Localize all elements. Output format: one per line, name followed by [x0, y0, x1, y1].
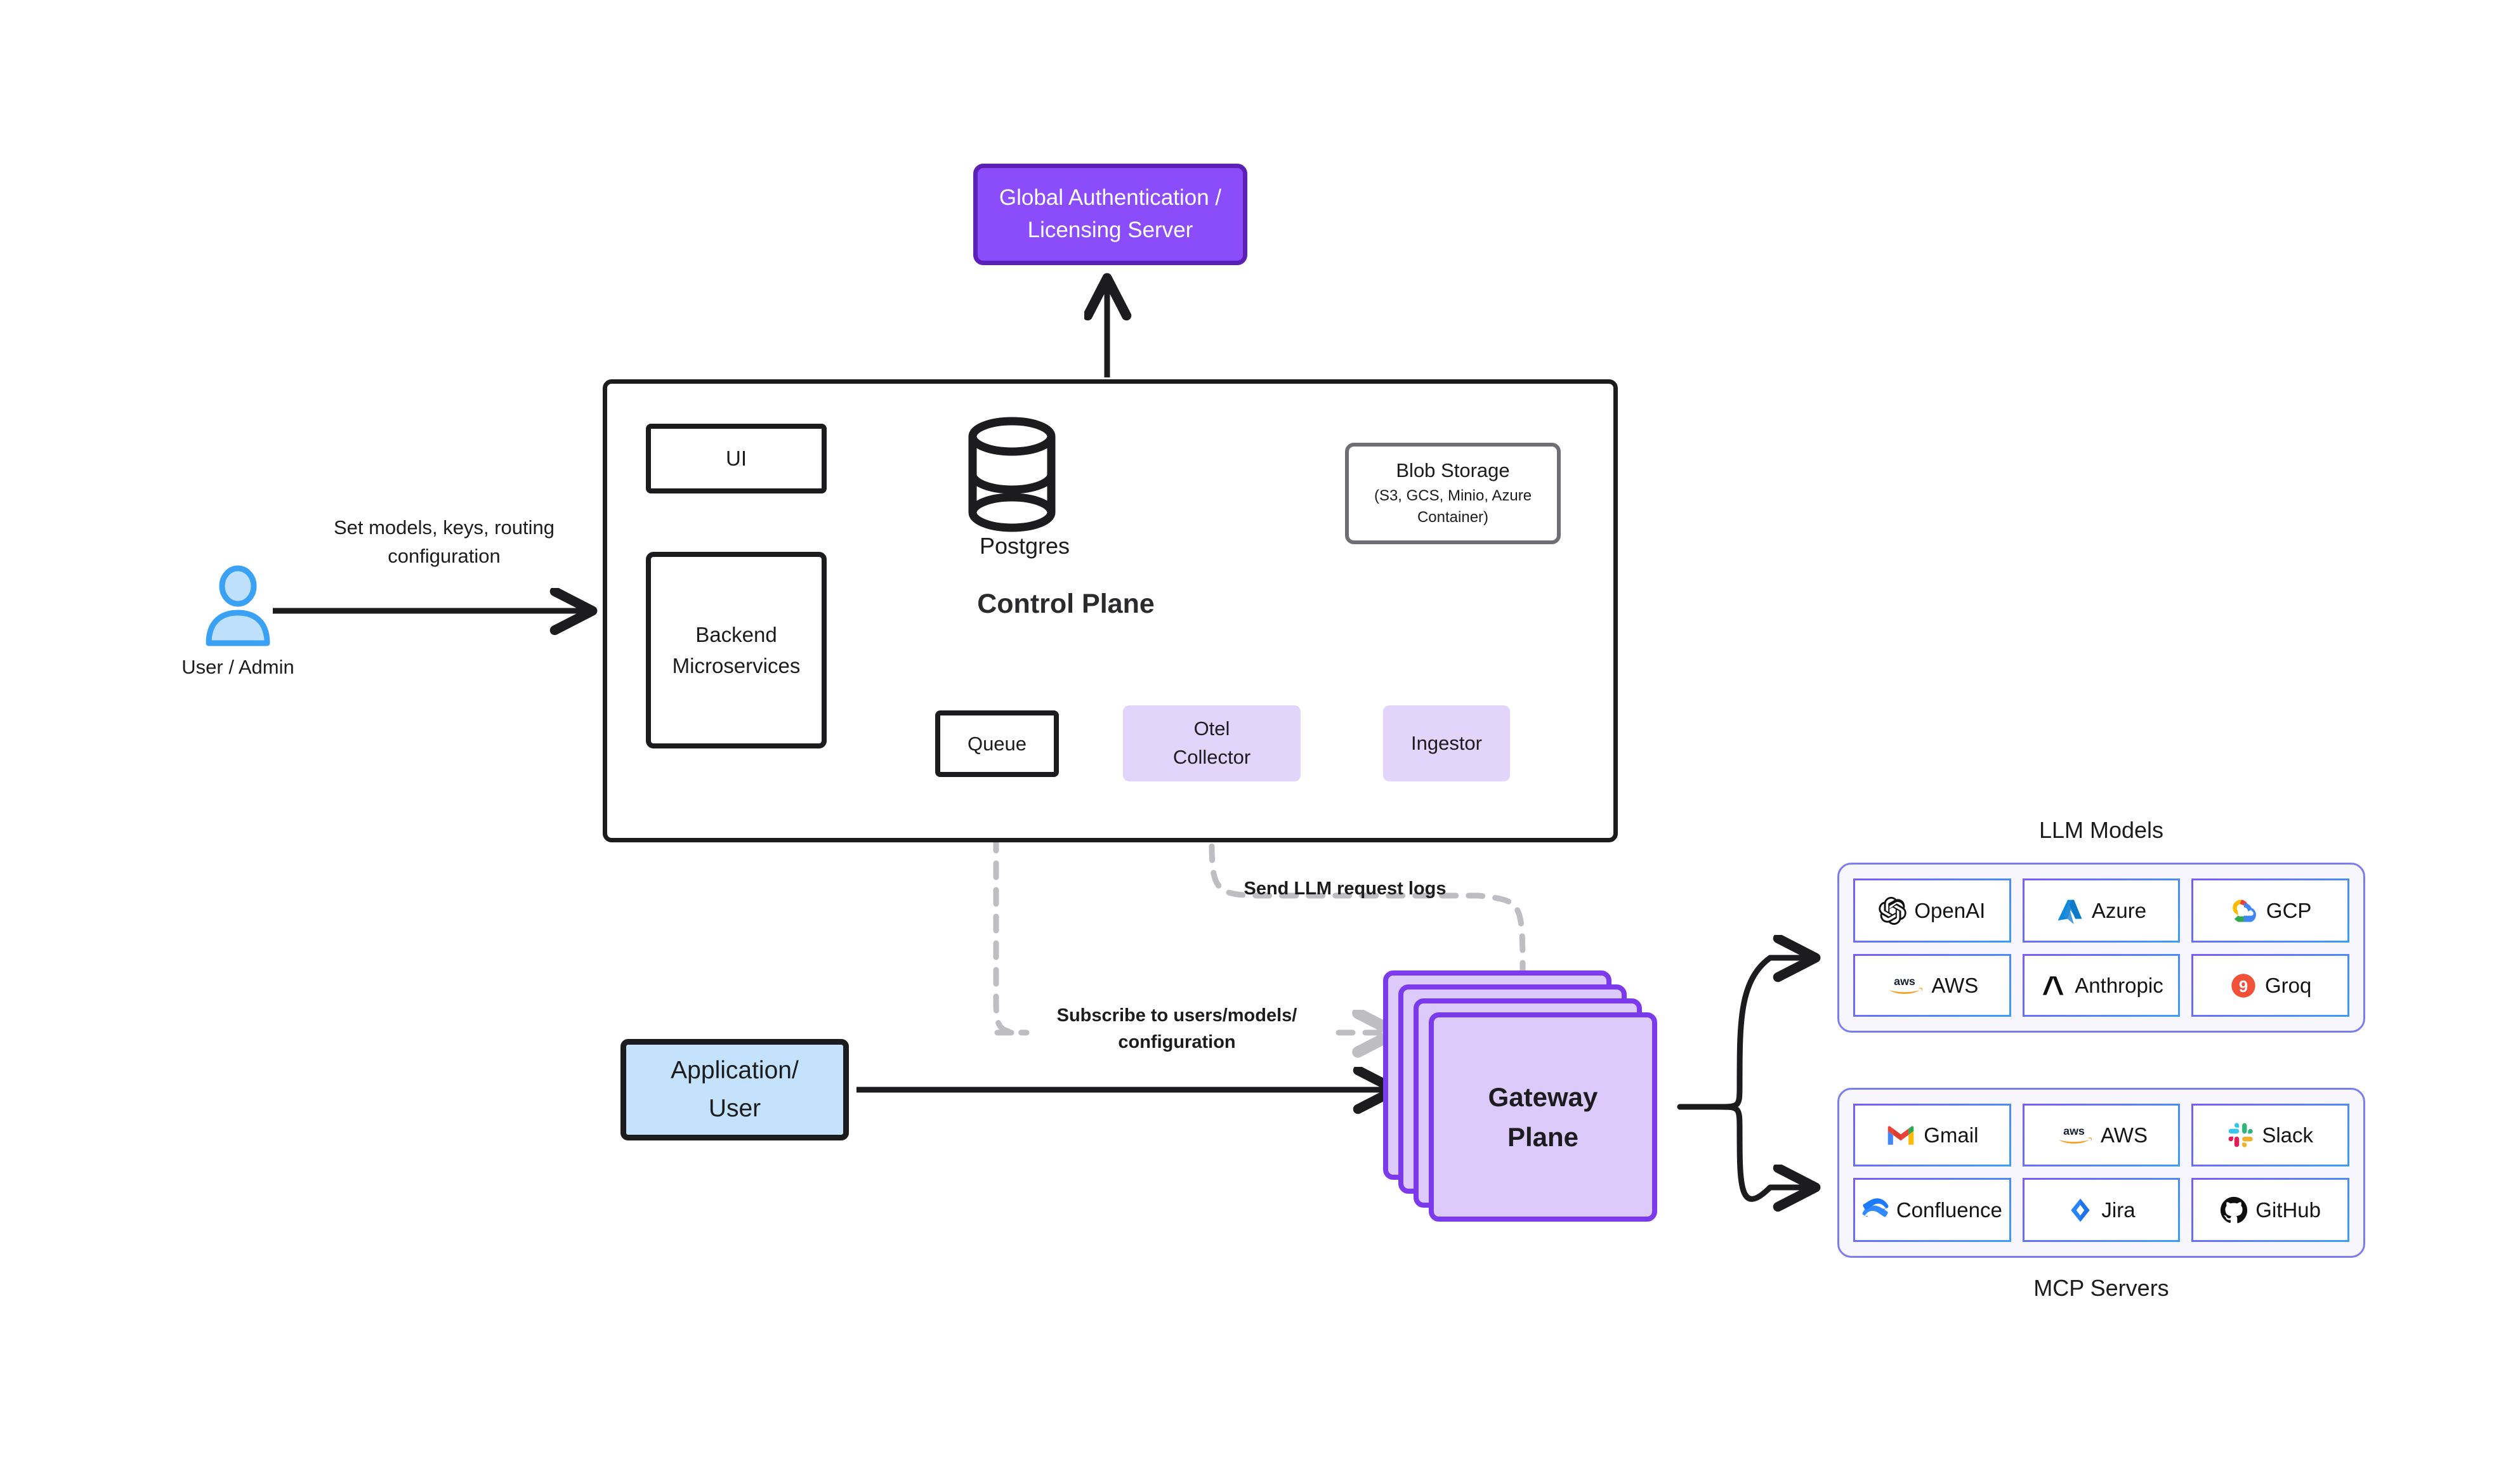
llm-card-label: OpenAI: [1914, 898, 1986, 922]
mcp-servers-panel: Gmail aws AWS Slack: [1837, 1088, 2365, 1258]
slack-logo-icon: [2228, 1122, 2254, 1149]
llm-card-anthropic[interactable]: Anthropic: [2022, 954, 2181, 1017]
groq-logo-icon: 9: [2229, 972, 2257, 1000]
subscribe-to-users-models-configuration-label: Subscribe to users/models/ configuration: [1056, 1005, 1297, 1053]
application-user-box[interactable]: Application/ User: [620, 1039, 849, 1140]
mcp-card-slack[interactable]: Slack: [2191, 1104, 2349, 1166]
svg-text:aws: aws: [1894, 975, 1916, 988]
llm-card-gcp[interactable]: GCP: [2191, 878, 2349, 943]
ui-label: UI: [726, 447, 747, 470]
user-person-icon: [206, 565, 270, 646]
mcp-card-label: GitHub: [2255, 1198, 2321, 1222]
confluence-logo-icon: [1862, 1197, 1889, 1224]
otel-line-2: Collector: [1172, 746, 1251, 768]
mcp-card-gmail[interactable]: Gmail: [1853, 1104, 2011, 1166]
global-auth-licensing-server-box[interactable]: Global Authentication / Licensing Server: [973, 164, 1247, 265]
anthropic-logo-icon: [2039, 972, 2067, 1000]
azure-logo-icon: [2056, 897, 2084, 925]
ui-box[interactable]: UI: [646, 424, 827, 493]
llm-card-aws[interactable]: aws AWS: [1853, 954, 2011, 1017]
mcp-card-github[interactable]: GitHub: [2191, 1178, 2349, 1242]
auth-line-2: Licensing Server: [1027, 218, 1193, 242]
queue-label: Queue: [967, 732, 1027, 755]
aws-logo-icon: aws: [2055, 1123, 2093, 1148]
ingestor-label: Ingestor: [1410, 732, 1482, 754]
llm-card-azure[interactable]: Azure: [2022, 878, 2181, 943]
llm-card-openai[interactable]: OpenAI: [1853, 878, 2011, 943]
llm-card-groq[interactable]: 9 Groq: [2191, 954, 2349, 1017]
application-line-2: User: [708, 1095, 761, 1122]
send-llm-request-logs-label: Send LLM request logs: [1244, 878, 1447, 899]
mcp-card-jira[interactable]: Jira: [2022, 1178, 2181, 1242]
gateway-plane-stack[interactable]: Gateway Plane: [1383, 970, 1681, 1224]
set-models-keys-routing-label: Set models, keys, routing configuration: [333, 516, 555, 567]
mcp-card-label: AWS: [2101, 1123, 2148, 1147]
gmail-logo-icon: [1886, 1123, 1916, 1147]
blob-storage-title: Blob Storage: [1396, 459, 1510, 482]
auth-line-1: Global Authentication /: [999, 185, 1222, 211]
gateway-line-1: Gateway: [1488, 1082, 1598, 1112]
mcp-card-label: Slack: [2262, 1123, 2314, 1147]
blob-storage-box[interactable]: Blob Storage (S3, GCS, Minio, Azure Cont…: [1345, 443, 1561, 544]
control-plane-title: Control Plane: [977, 589, 1155, 619]
otel-line-1: Otel: [1193, 717, 1230, 740]
mcp-card-label: Confluence: [1896, 1198, 2002, 1222]
otel-collector-box[interactable]: Otel Collector: [1123, 705, 1301, 781]
gcp-logo-icon: [2229, 896, 2259, 925]
backend-microservices-box[interactable]: Backend Microservices: [646, 552, 827, 748]
llm-card-label: Anthropic: [2075, 973, 2163, 997]
mcp-card-label: Gmail: [1924, 1123, 1979, 1147]
llm-card-label: Azure: [2091, 898, 2147, 922]
mcp-card-aws[interactable]: aws AWS: [2022, 1104, 2181, 1166]
svg-text:9: 9: [2239, 977, 2248, 995]
llm-models-title: LLM Models: [2038, 817, 2164, 843]
aws-logo-icon: aws: [1886, 973, 1924, 998]
arrow-gateway-to-mcp: [1677, 1104, 1815, 1199]
llm-models-panel: OpenAI Azure G: [1837, 863, 2365, 1033]
jira-logo-icon: [2067, 1197, 2094, 1224]
gateway-line-2: Plane: [1507, 1122, 1579, 1152]
mcp-servers-title: MCP Servers: [2033, 1275, 2169, 1301]
mcp-card-confluence[interactable]: Confluence: [1853, 1178, 2011, 1242]
llm-card-label: AWS: [1931, 973, 1979, 997]
application-line-1: Application/: [671, 1056, 799, 1084]
gateway-plane-card-front[interactable]: Gateway Plane: [1429, 1012, 1657, 1222]
llm-card-label: Groq: [2264, 973, 2312, 997]
ingestor-box[interactable]: Ingestor: [1383, 705, 1510, 781]
postgres-label: Postgres: [979, 533, 1070, 559]
user-admin-actor: User / Admin: [168, 565, 308, 679]
user-admin-label: User / Admin: [181, 656, 294, 678]
github-logo-icon: [2220, 1196, 2248, 1224]
svg-text:aws: aws: [2063, 1125, 2085, 1137]
queue-box[interactable]: Queue: [935, 710, 1059, 777]
arrow-gateway-to-llm: [1677, 958, 1815, 1110]
backend-line-1: Backend: [695, 622, 777, 646]
backend-line-2: Microservices: [672, 654, 801, 677]
openai-logo-icon: [1879, 896, 1906, 925]
mcp-card-label: Jira: [2101, 1198, 2136, 1222]
blob-storage-subtitle: (S3, GCS, Minio, Azure Container): [1374, 487, 1532, 526]
llm-card-label: GCP: [2266, 898, 2312, 922]
